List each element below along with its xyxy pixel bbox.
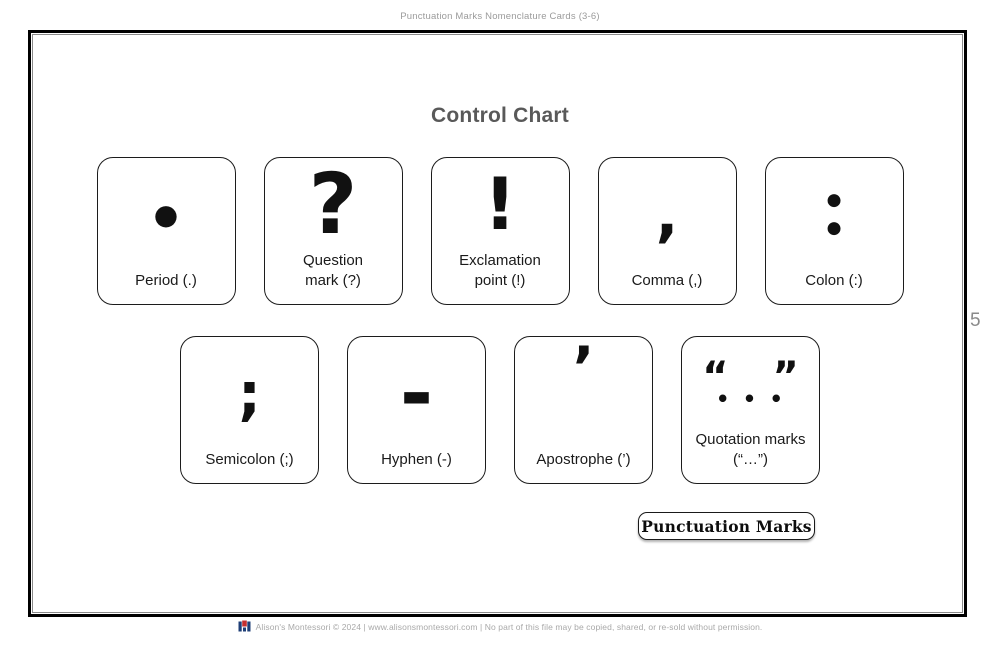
- colon-symbol: ●●: [826, 190, 842, 239]
- exclamation-point-symbol: !: [483, 162, 517, 247]
- card-label-colon: Colon (:): [805, 272, 863, 290]
- card-label-apostrophe: Apostrophe (’): [536, 451, 631, 469]
- footer: Alison's Montessori © 2024 | www.alisons…: [0, 620, 1000, 633]
- footer-text: Alison's Montessori © 2024 | www.alisons…: [255, 621, 763, 632]
- card-semicolon: ; Semicolon (;): [180, 336, 319, 484]
- card-label-semicolon: Semicolon (;): [205, 451, 294, 469]
- card-label-hyphen: Hyphen (-): [381, 451, 452, 469]
- apostrophe-symbol: ’: [572, 334, 595, 402]
- semicolon-symbol: ;: [237, 359, 262, 428]
- quotation-marks-symbol: “ ”• • •: [702, 354, 799, 412]
- page-frame: [28, 30, 967, 617]
- punctuation-marks-label-card: Punctuation Marks: [638, 512, 815, 540]
- document-header: Punctuation Marks Nomenclature Cards (3-…: [400, 11, 600, 22]
- comma-symbol: ,: [655, 179, 679, 250]
- alisons-montessori-logo-icon: [237, 620, 251, 633]
- card-label-quotation-marks: Quotation marks(“…”): [695, 431, 806, 469]
- card-period: ● Period (.): [96, 157, 236, 305]
- question-mark-symbol: ?: [308, 154, 358, 253]
- hyphen-symbol: -: [399, 346, 434, 440]
- card-hyphen: - Hyphen (-): [347, 336, 486, 484]
- card-row-2: ; Semicolon (;) - Hyphen (-) ’ Apostrophe (’)…: [0, 336, 1000, 484]
- page-title: Control Chart: [431, 104, 569, 127]
- card-quotation-marks: “ ”• • • Quotation marks(“…”): [681, 336, 820, 484]
- card-comma: , Comma (,): [597, 157, 737, 305]
- period-symbol: ●: [153, 197, 179, 231]
- page-number: 5: [970, 310, 981, 331]
- card-label-period: Period (.): [135, 272, 197, 290]
- card-colon: ●● Colon (:): [764, 157, 904, 305]
- card-apostrophe: ’ Apostrophe (’): [514, 336, 653, 484]
- page-frame-inner-line: [32, 34, 963, 613]
- label-card-text: Punctuation Marks: [641, 516, 812, 536]
- card-label-comma: Comma (,): [631, 272, 703, 290]
